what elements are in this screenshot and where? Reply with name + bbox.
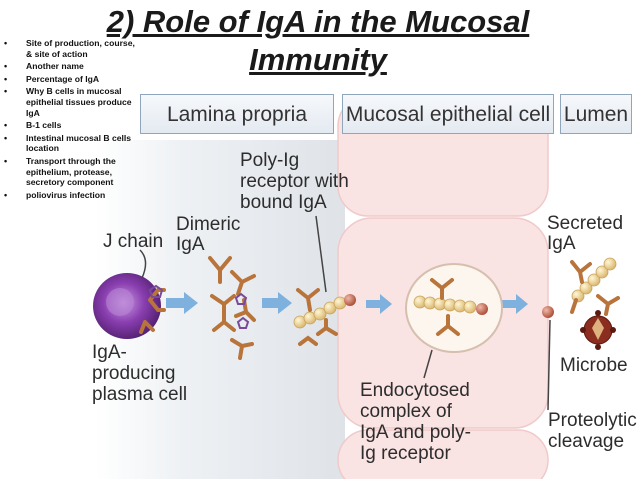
bullet-dot-icon: • bbox=[4, 38, 8, 48]
bullet-item: •Another name bbox=[4, 61, 84, 72]
label-dimeric-iga: Dimeric IgA bbox=[176, 214, 241, 255]
topic-bullet-list: •Site of production, course, & site of a… bbox=[4, 38, 138, 202]
bullet-dot-icon: • bbox=[4, 155, 8, 166]
bullet-item: •poliovirus infection bbox=[4, 189, 106, 200]
bullet-item: •B-1 cells bbox=[4, 120, 62, 131]
header-lumen: Lumen bbox=[560, 94, 632, 134]
poly-ig-receptor-complex bbox=[293, 288, 356, 346]
cleaved-piece bbox=[542, 306, 554, 318]
bullet-dot-icon: • bbox=[4, 189, 8, 200]
slide-title-line-1: 2) Role of IgA in the Mucosal bbox=[106, 4, 530, 39]
callout-lines bbox=[315, 215, 551, 411]
label-endocytosed-complex: Endocytosed complex of IgA and poly- Ig … bbox=[360, 380, 471, 464]
bullet-dot-icon: • bbox=[4, 86, 8, 97]
label-microbe: Microbe bbox=[560, 355, 628, 376]
endosome-vesicle bbox=[405, 263, 503, 353]
bullet-item: •Why B cells in mucosal epithelial tissu… bbox=[4, 86, 132, 118]
bullet-dot-icon: • bbox=[4, 73, 8, 84]
label-j-chain: J chain bbox=[103, 231, 164, 252]
header-mucosal-epithelial-cell: Mucosal epithelial cell bbox=[342, 94, 554, 134]
plasma-cell bbox=[93, 249, 166, 339]
bullet-dot-icon: • bbox=[4, 120, 8, 131]
label-secreted-iga: Secreted IgA bbox=[547, 213, 624, 254]
bullet-item: •Percentage of IgA bbox=[4, 73, 100, 84]
header-lamina-propria: Lamina propria bbox=[140, 94, 334, 134]
bullet-item: •Transport through the epithelium, prote… bbox=[4, 155, 116, 188]
label-proteolytic-cleavage: Proteolytic cleavage bbox=[548, 410, 637, 452]
bullet-item: •Site of production, course, & site of a… bbox=[4, 38, 135, 59]
flow-arrows bbox=[166, 292, 528, 314]
secreted-iga bbox=[570, 257, 620, 316]
label-poly-ig-receptor: Poly-Ig receptor with bound IgA bbox=[240, 150, 349, 213]
label-iga-producing-plasma-cell: IgA- producing plasma cell bbox=[92, 342, 188, 405]
microbe bbox=[580, 310, 616, 350]
dimeric-iga-molecules bbox=[208, 256, 256, 360]
bullet-item: •Intestinal mucosal B cells location bbox=[4, 132, 132, 154]
bullet-dot-icon: • bbox=[4, 61, 8, 72]
bullet-dot-icon: • bbox=[4, 132, 8, 143]
slide-title-line-2: Immunity bbox=[249, 42, 387, 77]
